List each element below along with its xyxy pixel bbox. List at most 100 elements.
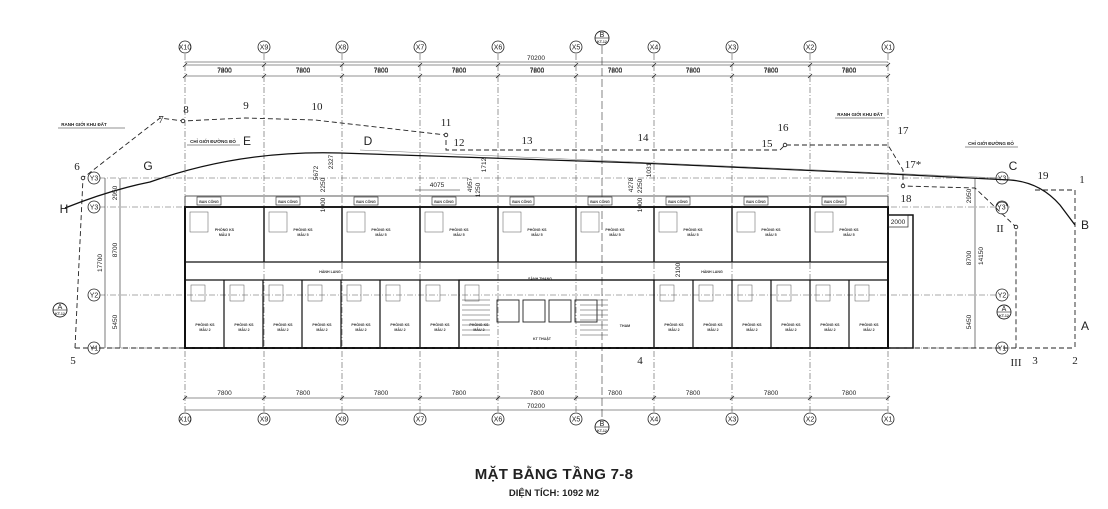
dimension-tick [495, 73, 501, 79]
dimension-label-interior: 2100 [675, 262, 682, 277]
dimension-label-bay: 7800 [530, 67, 545, 74]
dimension-label-vertical: 8700 [112, 242, 119, 257]
bathroom [502, 211, 522, 233]
room-label-lower: PHÒNG KS [390, 322, 410, 327]
grid-label-x: X3 [728, 416, 737, 423]
balcony-label-box [587, 196, 613, 206]
boundary-letter-label: D [364, 134, 373, 148]
grid-label-x: X7 [416, 416, 425, 423]
bathroom [346, 284, 362, 302]
dimension-tick [417, 73, 423, 79]
room-type-lower: MẪU 2 [473, 327, 484, 332]
elevator-shaft [496, 299, 520, 323]
boundary-point-label: 2 [1072, 355, 1078, 367]
dimension-label-vertical: 2950 [112, 185, 119, 200]
elevator-shaft [548, 299, 572, 323]
grid-label-y: Y2 [998, 292, 1007, 299]
grid-label-y: Y3' [997, 204, 1007, 211]
dimension-label-bay: 7800 [217, 68, 232, 75]
grid-bubble [881, 40, 895, 54]
corridor-label: HÀNH LANG [701, 269, 723, 274]
grid-bubble [647, 412, 661, 426]
boundary-point-marker [180, 118, 186, 124]
balcony-label-box [275, 196, 301, 206]
grid-bubble [413, 412, 427, 426]
dimension-label-bay: 7800 [217, 390, 232, 397]
dimension-tick [261, 73, 267, 79]
boundary-point-marker [782, 142, 788, 148]
dimension-label-interior: 1031 [646, 162, 653, 177]
bathroom [346, 211, 366, 233]
dimension-label-interior: 2250 [320, 177, 327, 192]
room-type-lower: MẪU 2 [199, 327, 210, 332]
room-type-lower: MẪU 2 [394, 327, 405, 332]
section-ref: KT-12 [597, 429, 607, 433]
boundary-letter-label: B [1081, 218, 1089, 232]
room-type-lower: MẪU 2 [434, 327, 445, 332]
boundary-point-marker [900, 183, 906, 189]
room-label-upper: PHÒNG KS [761, 227, 781, 232]
dimension-label-bay: 7800 [764, 68, 779, 75]
grid-label-y: Y2 [90, 292, 99, 299]
dimension-label-interior: 2000 [891, 219, 906, 226]
grid-bubble [87, 200, 101, 214]
dimension-tick [182, 395, 188, 401]
room-label-upper: PHÒNG KS [293, 227, 313, 232]
boundary-point-label: 15 [762, 138, 774, 150]
dimension-label-bay: 7800 [374, 390, 389, 397]
grid-label-x: X9 [260, 44, 269, 51]
dimension-label-bay: 7800 [452, 68, 467, 75]
bathroom [659, 284, 675, 302]
balcony-label-box [353, 196, 379, 206]
grid-label-x: X7 [416, 44, 425, 51]
dimension-label-bay: 7800 [686, 390, 701, 397]
room-label-lower: PHÒNG KS [820, 322, 840, 327]
bathroom [815, 284, 831, 302]
boundary-point-label: 11 [441, 117, 452, 129]
room-type-lower: MẪU 2 [785, 327, 796, 332]
room-type-upper: MẪU 5 [375, 232, 386, 237]
dimension-label-bay: 7800 [608, 390, 623, 397]
elevator-shaft [522, 299, 546, 323]
dimension-label-bay: 7800 [608, 68, 623, 75]
balcony-label: BAN CÔNG [434, 199, 454, 204]
room-type-upper: MẪU 5 [687, 232, 698, 237]
grid-bubble [87, 288, 101, 302]
dimension-label-total: 70200 [527, 403, 545, 410]
drawing-title: MẶT BẰNG TẦNG 7-8 [474, 466, 634, 483]
boundary-point-label: 1 [1079, 174, 1085, 186]
section-label: A [58, 304, 63, 311]
boundary-point-label: 14 [638, 132, 650, 144]
bathroom [268, 211, 288, 233]
dimension-tick [729, 395, 735, 401]
boundary-point-label: 10 [312, 101, 324, 113]
boundary-point-label: 17* [905, 159, 922, 171]
dimension-tick [885, 62, 891, 68]
dimension-label-bay: 7800 [296, 68, 311, 75]
room-label-upper: PHÒNG KS [449, 227, 469, 232]
site-boundary-line [74, 117, 1017, 349]
room-label-lower: PHÒNG KS [273, 322, 293, 327]
grid-label-x: X5 [572, 416, 581, 423]
dimension-label-bay: 7800 [452, 390, 467, 397]
grid-label-x: X9 [260, 416, 269, 423]
room-label-upper: PHÒNG KS [527, 227, 547, 232]
dimension-label-interior: 4075 [430, 182, 445, 189]
grid-bubble [725, 412, 739, 426]
dimension-tick [573, 395, 579, 401]
boundary-letter-label: E [243, 134, 251, 148]
grid-label-x: X10 [179, 44, 192, 51]
rooms [184, 196, 909, 349]
room-label-lower: PHÒNG KS [312, 322, 332, 327]
grid-bubble [178, 40, 192, 54]
grid-bubble [803, 40, 817, 54]
grid-label-x: X1 [884, 44, 893, 51]
bathroom [268, 284, 284, 302]
grid-bubble [491, 412, 505, 426]
dimension-label-interior: 2327 [328, 154, 335, 169]
dimension-tick [261, 62, 267, 68]
drawing-labels: X10X10X9X9X8X8X7X7X6X6X5X5X4X4X3X3X2X2X1… [55, 32, 1089, 433]
balcony-label-box [196, 196, 222, 206]
grid-label-x: X10 [179, 416, 192, 423]
